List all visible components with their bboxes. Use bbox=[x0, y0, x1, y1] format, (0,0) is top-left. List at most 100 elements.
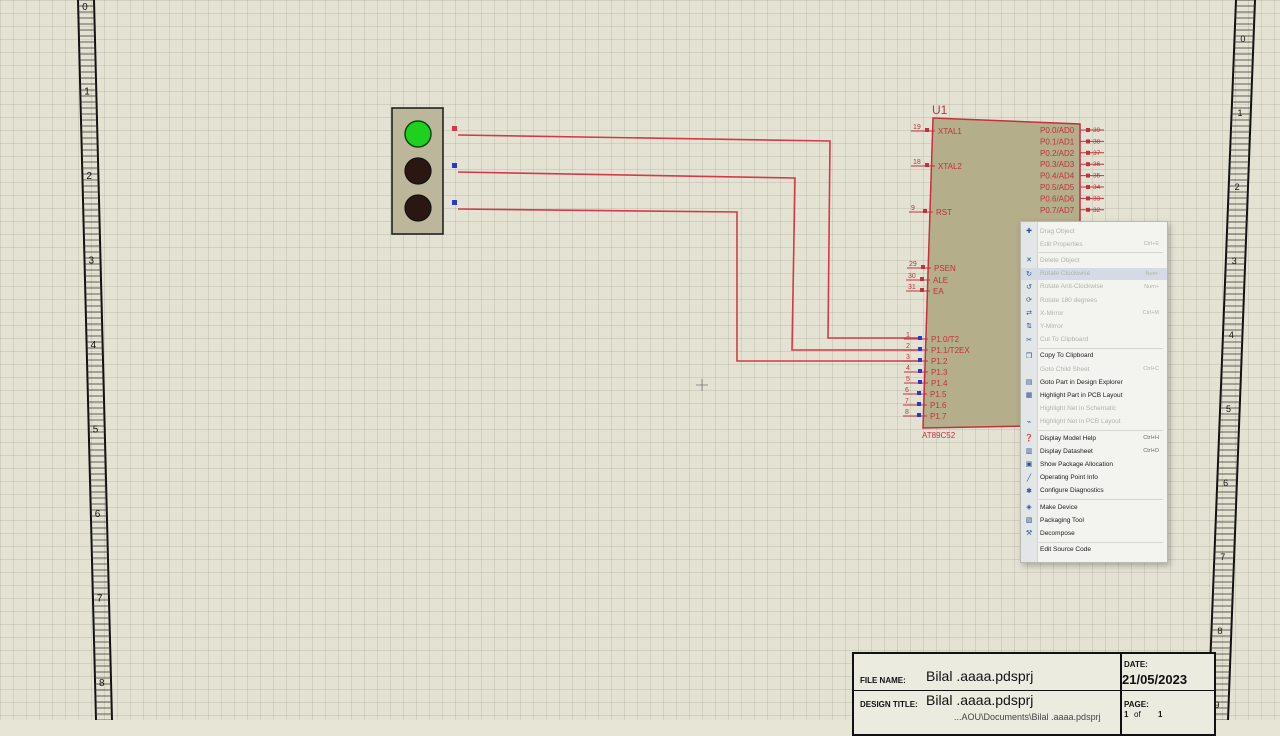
design-explorer-icon: ▤ bbox=[1025, 379, 1033, 387]
menu-item-decompose[interactable]: ⚒Decompose bbox=[1021, 527, 1167, 539]
menu-separator bbox=[1039, 541, 1163, 543]
menu-item-label: Operating Point Info bbox=[1040, 474, 1098, 482]
menu-item-label: Configure Diagnostics bbox=[1040, 487, 1104, 495]
wire-p1-0 bbox=[457, 134, 918, 339]
svg-text:1: 1 bbox=[906, 332, 910, 339]
traffic-light-lamp-bottom bbox=[404, 194, 432, 222]
file-name-value: Bilal .aaaa.pdsprj bbox=[926, 668, 1034, 684]
menu-item-goto-part-in-design-explorer[interactable]: ▤Goto Part in Design Explorer bbox=[1021, 376, 1167, 388]
svg-text:6: 6 bbox=[905, 387, 909, 394]
svg-text:7: 7 bbox=[905, 398, 909, 405]
menu-item-y-mirror[interactable]: ⇅Y-Mirror bbox=[1021, 320, 1167, 332]
chip-pin-p1-5[interactable]: 6 P1.5 bbox=[903, 387, 947, 399]
row-marker: 3 bbox=[88, 256, 94, 267]
menu-item-delete-object[interactable]: ✕Delete Object bbox=[1021, 254, 1167, 266]
menu-item-rotate-180-degrees[interactable]: ⟳Rotate 180 degrees bbox=[1021, 294, 1167, 306]
svg-text:PSEN: PSEN bbox=[934, 264, 956, 273]
package-icon: ▣ bbox=[1025, 461, 1033, 469]
y-mirror-icon: ⇅ bbox=[1026, 323, 1032, 331]
wires[interactable] bbox=[457, 134, 918, 362]
menu-item-shortcut: Ctrl+M bbox=[1142, 310, 1159, 317]
menu-item-label: Edit Source Code bbox=[1040, 546, 1091, 554]
menu-item-label: Edit Properties bbox=[1040, 240, 1083, 248]
menu-item-label: Highlight Net in Schematic bbox=[1040, 405, 1117, 413]
svg-text:P0.5/AD5: P0.5/AD5 bbox=[1040, 183, 1075, 192]
menu-item-edit-properties[interactable]: Edit Properties Ctrl+E bbox=[1021, 238, 1167, 250]
svg-text:P1.4: P1.4 bbox=[931, 379, 948, 388]
traffic-light[interactable] bbox=[391, 107, 457, 235]
blank-icon bbox=[1021, 403, 1037, 415]
menu-item-cut-to-clipboard[interactable]: ✂Cut To Clipboard bbox=[1021, 334, 1167, 346]
row-marker: 8 bbox=[1217, 626, 1222, 636]
menu-item-label: Highlight Net in PCB Layout bbox=[1040, 418, 1121, 426]
make-device-icon: ◈ bbox=[1026, 504, 1032, 511]
menu-item-copy-to-clipboard[interactable]: ❐Copy To Clipboard bbox=[1021, 350, 1167, 362]
menu-item-label: Show Package Allocation bbox=[1040, 460, 1113, 468]
svg-text:32: 32 bbox=[1093, 207, 1101, 214]
menu-item-make-device[interactable]: ◈Make Device bbox=[1021, 501, 1167, 513]
menu-item-configure-diagnostics[interactable]: ✱Configure Diagnostics bbox=[1021, 485, 1167, 497]
packaging-icon: ▧ bbox=[1025, 517, 1033, 525]
svg-text:RST: RST bbox=[936, 208, 952, 217]
file-name-label: FILE NAME: bbox=[860, 676, 906, 685]
row-marker: 4 bbox=[91, 340, 97, 351]
svg-text:36: 36 bbox=[1093, 161, 1101, 168]
menu-item-highlight-part-in-pcb-layout[interactable]: ▦Highlight Part in PCB Layout bbox=[1021, 389, 1167, 401]
menu-item-highlight-net-in-schematic[interactable]: Highlight Net in Schematic bbox=[1021, 403, 1167, 415]
cursor-crosshair-icon bbox=[696, 379, 708, 391]
traffic-light-lamp-middle bbox=[404, 157, 432, 185]
chip-part-label: AT89C52 bbox=[922, 431, 956, 440]
menu-item-shortcut: Ctrl+E bbox=[1143, 241, 1159, 248]
help-icon: ❓ bbox=[1024, 435, 1034, 442]
menu-item-drag-object[interactable]: ✚ Drag Object bbox=[1021, 225, 1167, 237]
svg-text:30: 30 bbox=[908, 273, 916, 280]
svg-text:P1.5: P1.5 bbox=[930, 390, 947, 399]
blank-icon bbox=[1021, 544, 1037, 556]
blank-icon bbox=[1021, 238, 1037, 250]
svg-text:19: 19 bbox=[913, 124, 921, 131]
menu-item-operating-point-info[interactable]: ╱Operating Point Info bbox=[1021, 472, 1167, 484]
menu-item-show-package-allocation[interactable]: ▣ Show Package Allocation bbox=[1021, 458, 1167, 470]
menu-item-edit-source-code[interactable]: Edit Source Code bbox=[1021, 544, 1167, 556]
datasheet-icon: ▥ bbox=[1025, 448, 1033, 456]
menu-item-label: Decompose bbox=[1040, 529, 1075, 537]
menu-item-packaging-tool[interactable]: ▧Packaging Tool bbox=[1021, 514, 1167, 526]
traffic-light-lamp-green bbox=[404, 120, 432, 148]
menu-item-label: Drag Object bbox=[1040, 227, 1075, 235]
rotate-180-icon: ⟳ bbox=[1026, 297, 1032, 304]
design-title-value: Bilal .aaaa.pdsprj bbox=[926, 692, 1034, 708]
menu-item-highlight-net-in-pcb-layout[interactable]: ⌁Highlight Net in PCB Layout bbox=[1021, 416, 1167, 428]
context-menu-icon-gutter bbox=[1021, 222, 1038, 562]
move-icon: ✚ bbox=[1026, 228, 1032, 235]
file-path-value: ...AOU\Documents\Bilal .aaaa.pdsprj bbox=[954, 712, 1101, 722]
